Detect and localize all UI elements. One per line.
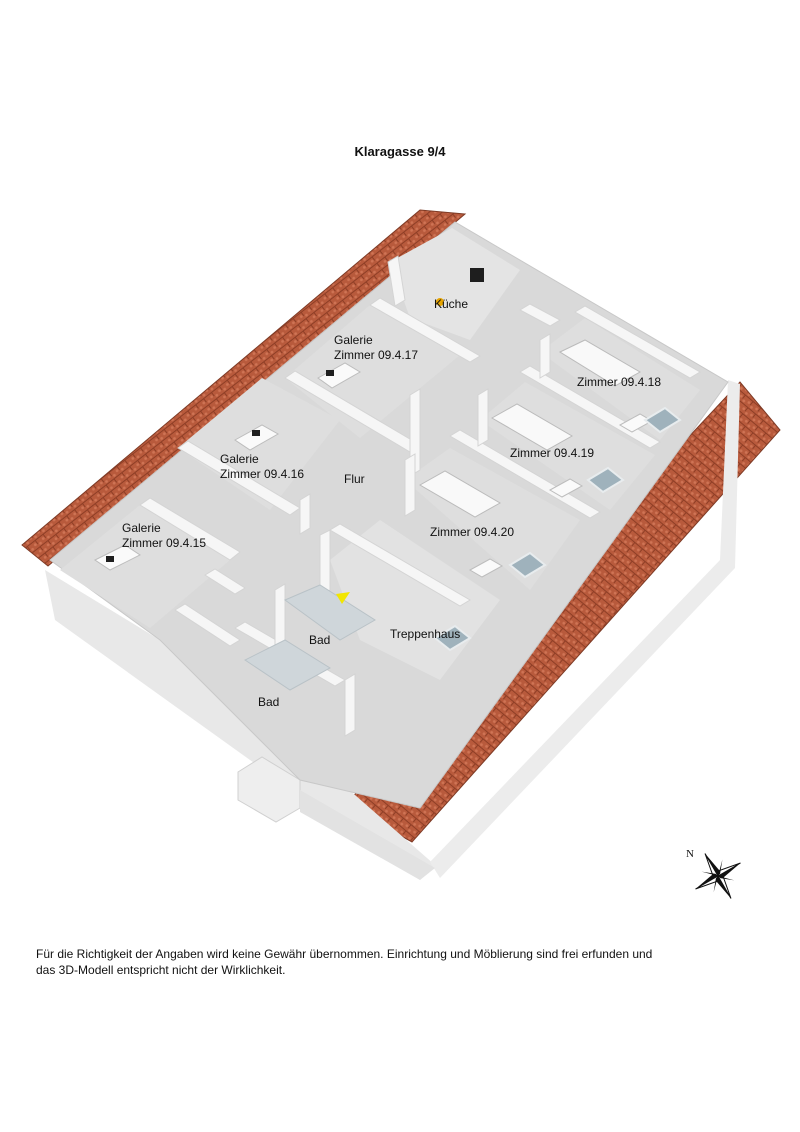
position-marker <box>336 592 350 604</box>
bad-1-floor <box>283 584 376 641</box>
bad-2-floor <box>244 639 331 691</box>
room-label-galerie-zimmer-15: Galerie Zimmer 09.4.15 <box>122 521 207 550</box>
room-label-treppenhaus: Treppenhaus <box>390 627 461 641</box>
floor-kueche <box>390 228 520 340</box>
lower-wall-extrusion <box>300 790 435 880</box>
roof-left <box>21 209 467 567</box>
room-label-galerie-zimmer-17: Galerie Zimmer 09.4.17 <box>334 333 419 362</box>
kueche-marker <box>436 298 444 306</box>
room-label-kueche: Küche <box>434 297 469 311</box>
floor-zimmer-17 <box>285 305 460 438</box>
room-label-zimmer-20: Zimmer 09.4.20 <box>430 525 515 539</box>
room-label-zimmer-19: Zimmer 09.4.19 <box>510 446 595 460</box>
room-label-bad-1: Bad <box>309 633 331 647</box>
room-label-flur: Flur <box>344 472 365 486</box>
outer-wall-bottom <box>45 570 435 880</box>
room-label-galerie-zimmer-16: Galerie Zimmer 09.4.16 <box>220 452 305 481</box>
floor-zimmer-15 <box>60 505 230 628</box>
compass-north-label: N <box>686 848 694 860</box>
room-label-zimmer-18: Zimmer 09.4.18 <box>577 375 662 389</box>
floor <box>49 221 729 809</box>
compass-rose-icon <box>695 853 741 899</box>
disclaimer-text: Für die Richtigkeit der Angaben wird kei… <box>36 947 653 977</box>
plan-title: Klaragasse 9/4 <box>354 144 446 159</box>
room-label-bad-2: Bad <box>258 695 280 709</box>
